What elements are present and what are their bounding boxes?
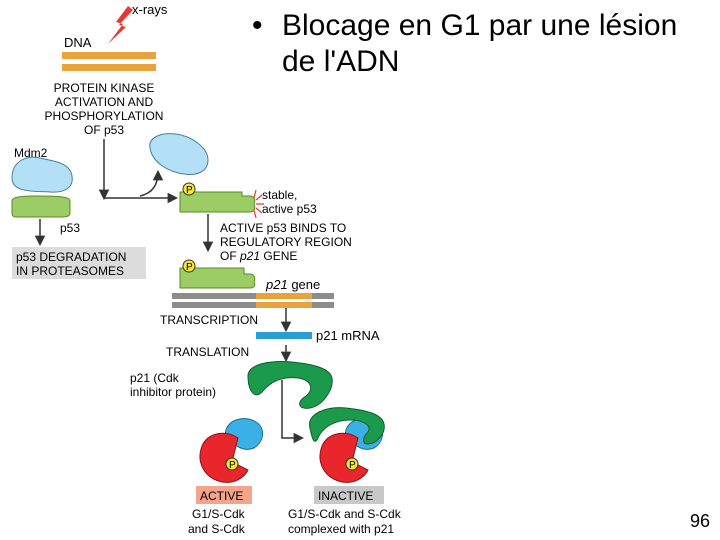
active-tag-bg bbox=[196, 486, 252, 504]
p21-bound-protein bbox=[309, 407, 385, 445]
cdk-protein-inactive bbox=[319, 432, 369, 483]
binds-line-1: ACTIVE p53 BINDS TO bbox=[220, 221, 346, 235]
mdm2-label: Mdm2 bbox=[14, 146, 48, 160]
arrow-mdm2-release bbox=[139, 169, 164, 197]
p21-gene-label-name: p21 bbox=[265, 277, 288, 292]
dna-label: DNA bbox=[64, 35, 92, 50]
phosphate-label-4: P bbox=[349, 460, 356, 471]
slide-title: • Blocage en G1 par une lésion de l'ADN bbox=[252, 8, 712, 80]
binds-line-3-suffix: GENE bbox=[260, 249, 297, 263]
inactive-caption-line-2: complexed with p21 bbox=[288, 522, 394, 536]
phosphate-label-2: P bbox=[186, 262, 193, 273]
degradation-label-bg bbox=[12, 247, 146, 279]
x-rays-label: x-rays bbox=[132, 2, 168, 17]
inactive-caption-line-1: G1/S-Cdk and S-Cdk bbox=[288, 507, 402, 521]
cdk-protein-active bbox=[199, 432, 249, 483]
binds-line-3-gene: p21 bbox=[239, 249, 260, 263]
kinase-activation-label: PROTEIN KINASE ACTIVATION AND PHOSPHORYL… bbox=[45, 81, 164, 137]
gene-coding-bottom bbox=[256, 302, 312, 308]
title-line-1: Blocage en G1 par une lésion bbox=[282, 9, 678, 42]
p53-on-gene-protein bbox=[179, 267, 256, 289]
kinase-line-2: ACTIVATION AND bbox=[55, 95, 154, 109]
p21-mrna-strand bbox=[256, 332, 312, 339]
mdm2-protein bbox=[11, 156, 73, 193]
gene-coding-top bbox=[256, 293, 312, 299]
p21-gene-label-suffix: gene bbox=[288, 277, 321, 292]
title-line-2: de l'ADN bbox=[282, 45, 400, 78]
active-p53-protein bbox=[179, 191, 256, 213]
phosphate-icon-2 bbox=[182, 259, 196, 273]
stable-line-2: active p53 bbox=[262, 202, 317, 216]
dna-strand-bottom bbox=[62, 64, 156, 71]
degradation-line-2: IN PROTEASOMES bbox=[16, 264, 124, 278]
arrow-p21-to-complex bbox=[281, 380, 305, 444]
released-mdm2-protein bbox=[149, 133, 209, 175]
phosphate-icon-3 bbox=[225, 457, 239, 471]
bullet-icon: • bbox=[252, 9, 263, 42]
stable-line-1: stable, bbox=[262, 188, 297, 202]
phosphate-icon bbox=[182, 182, 196, 196]
active-caption-line-1: G1/S-Cdk bbox=[192, 507, 246, 521]
active-caption-line-2: and S-Cdk bbox=[188, 522, 246, 536]
gene-strand-top bbox=[172, 293, 334, 299]
inactive-tag-label: INACTIVE bbox=[318, 489, 373, 503]
p21-line-2: inhibitor protein) bbox=[130, 385, 216, 399]
gene-strand-bottom bbox=[172, 302, 334, 308]
binds-line-3-prefix: OF bbox=[220, 249, 240, 263]
dna-strand-top bbox=[62, 52, 156, 59]
kinase-line-1: PROTEIN KINASE bbox=[54, 81, 155, 95]
phosphate-label-3: P bbox=[229, 460, 236, 471]
mrna-label: p21 mRNA bbox=[316, 328, 380, 343]
p53-binding-label: ACTIVE p53 BINDS TO REGULATORY REGION OF… bbox=[220, 221, 352, 263]
p53-bound-protein bbox=[11, 195, 71, 218]
p21-inhibitor-protein bbox=[247, 361, 333, 409]
phosphate-icon-4 bbox=[345, 457, 359, 471]
p21-gene-label: p21 gene bbox=[265, 277, 320, 292]
stable-burst-icon bbox=[253, 189, 264, 219]
p21-line-1: p21 (Cdk bbox=[130, 371, 180, 385]
degradation-line-1: p53 DEGRADATION bbox=[16, 250, 126, 264]
binds-line-2: REGULATORY REGION bbox=[220, 235, 352, 249]
kinase-line-3: PHOSPHORYLATION bbox=[45, 109, 164, 123]
kinase-line-4: OF p53 bbox=[84, 123, 124, 137]
inactive-tag-bg bbox=[314, 486, 384, 504]
transcription-label: TRANSCRIPTION bbox=[160, 313, 258, 327]
phosphate-label: P bbox=[186, 185, 193, 196]
translation-label: TRANSLATION bbox=[166, 345, 249, 359]
page-number: 96 bbox=[689, 511, 710, 531]
binds-line-3: OF p21 GENE bbox=[220, 249, 297, 263]
p53-label: p53 bbox=[60, 221, 80, 235]
active-tag-label: ACTIVE bbox=[200, 489, 243, 503]
x-ray-bolt-icon bbox=[108, 6, 133, 44]
